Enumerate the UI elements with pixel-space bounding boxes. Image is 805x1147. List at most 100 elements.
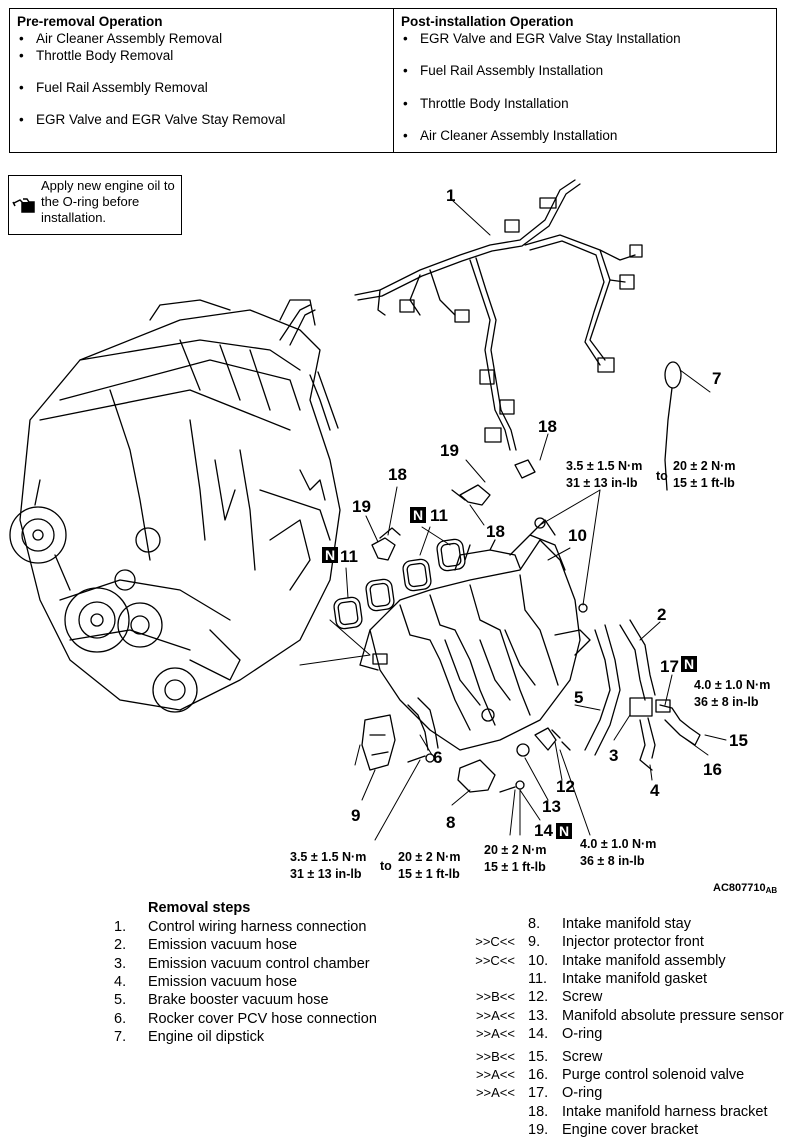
step-mark: >>B<< xyxy=(475,989,515,1004)
step-text: Rocker cover PCV hose connection xyxy=(148,1011,377,1027)
step-number: 18. xyxy=(528,1104,549,1120)
torque-spec: 31 ± 13 in-lb xyxy=(290,867,362,881)
pre-removal-column: Pre-removal Operation •Air Cleaner Assem… xyxy=(10,9,393,152)
torque-spec: 31 ± 13 in-lb xyxy=(566,476,638,490)
hoses-drawing xyxy=(407,619,701,771)
part-label: 11 xyxy=(430,506,448,525)
step-text: Intake manifold gasket xyxy=(562,971,708,987)
step-mark: >>A<< xyxy=(475,1067,515,1082)
engine-block-drawing xyxy=(9,299,341,713)
post-installation-item: •Air Cleaner Assembly Installation xyxy=(403,128,618,143)
pre-removal-item: •Throttle Body Removal xyxy=(19,48,174,63)
step-number: 1. xyxy=(114,919,127,935)
post-installation-title: Post-installation Operation xyxy=(401,14,574,29)
step-text: Intake manifold assembly xyxy=(562,953,726,969)
step-text: O-ring xyxy=(562,1026,603,1042)
step-number: 15. xyxy=(528,1049,549,1065)
torque-spec: 3.5 ± 1.5 N·m xyxy=(290,850,366,864)
part-label: 13 xyxy=(542,797,561,816)
oil-note-box: Apply new engine oil to the O-ring befor… xyxy=(8,175,182,235)
new-part-mark: N xyxy=(325,547,335,563)
step-number: 13. xyxy=(528,1008,549,1024)
part-label: 6 xyxy=(433,748,442,767)
part-label: 11 xyxy=(340,547,358,566)
part-label: 18 xyxy=(388,465,407,484)
step-text: Screw xyxy=(562,1049,603,1065)
step-mark: >>B<< xyxy=(475,1049,515,1064)
post-installation-item: •Fuel Rail Assembly Installation xyxy=(403,63,604,78)
brackets-drawing xyxy=(371,459,536,561)
pre-removal-item: •Air Cleaner Assembly Removal xyxy=(19,31,223,46)
part-label: 4 xyxy=(650,781,660,800)
exploded-view-diagram: 1 7 18 19 18 11 19 18 11 10 2 17 5 3 15 … xyxy=(9,179,777,895)
step-number: 9. xyxy=(528,934,541,950)
torque-spec: 15 ± 1 ft-lb xyxy=(484,860,546,874)
step-number: 16. xyxy=(528,1067,549,1083)
step-text: Manifold absolute pressure sensor xyxy=(562,1008,784,1024)
torque-spec: 20 ± 2 N·m xyxy=(673,459,735,473)
step-mark: >>C<< xyxy=(475,953,515,968)
step-number: 10. xyxy=(528,953,549,969)
step-text: O-ring xyxy=(562,1085,603,1101)
post-installation-column: Post-installation Operation •EGR Valve a… xyxy=(393,9,776,152)
part-label: 1 xyxy=(446,186,455,205)
step-text: Intake manifold stay xyxy=(562,916,691,932)
step-text: Intake manifold harness bracket xyxy=(562,1104,768,1120)
new-part-marks: N N N N xyxy=(322,507,697,839)
step-text: Purge control solenoid valve xyxy=(562,1067,745,1083)
pre-removal-item: •Fuel Rail Assembly Removal xyxy=(19,80,208,95)
step-number: 8. xyxy=(528,916,541,932)
step-number: 19. xyxy=(528,1122,549,1138)
step-number: 12. xyxy=(528,989,549,1005)
part-label: 18 xyxy=(486,522,505,541)
part-label: 12 xyxy=(556,777,575,796)
torque-spec: 4.0 ± 1.0 N·m xyxy=(580,837,656,851)
torque-to: to xyxy=(380,859,392,873)
part-label: 5 xyxy=(574,688,583,707)
step-number: 17. xyxy=(528,1085,549,1101)
step-number: 11. xyxy=(528,971,548,987)
step-text: Emission vacuum hose xyxy=(148,937,298,953)
step-text: Injector protector front xyxy=(562,934,704,950)
part-label: 18 xyxy=(538,417,557,436)
part-label: 15 xyxy=(729,731,748,750)
step-number: 6. xyxy=(114,1011,127,1027)
dipstick-drawing xyxy=(664,361,682,491)
removal-steps-heading: Removal steps xyxy=(148,900,251,916)
part-label: 9 xyxy=(351,806,360,825)
torque-spec: 4.0 ± 1.0 N·m xyxy=(694,678,770,692)
step-text: Engine oil dipstick xyxy=(148,1029,265,1045)
step-mark: >>A<< xyxy=(475,1026,515,1041)
torque-spec: 3.5 ± 1.5 N·m xyxy=(566,459,642,473)
step-number: 3. xyxy=(114,956,127,972)
part-label: 10 xyxy=(568,526,587,545)
torque-spec: 36 ± 8 in-lb xyxy=(580,854,645,868)
part-label: 14 xyxy=(534,821,553,840)
step-text: Emission vacuum hose xyxy=(148,974,298,990)
part-label: 19 xyxy=(440,441,459,460)
step-mark: >>A<< xyxy=(475,1085,515,1100)
stays-drawing xyxy=(361,517,588,793)
wiring-harness-drawing xyxy=(354,179,643,451)
post-installation-item: •EGR Valve and EGR Valve Stay Installati… xyxy=(403,31,681,46)
post-installation-item: •Throttle Body Installation xyxy=(403,96,569,111)
torque-to: to xyxy=(656,469,668,483)
step-number: 7. xyxy=(114,1029,127,1045)
step-mark: >>C<< xyxy=(475,934,515,949)
torque-spec: 36 ± 8 in-lb xyxy=(694,695,759,709)
part-label: 3 xyxy=(609,746,618,765)
intake-manifold-drawing xyxy=(359,519,591,751)
oil-can-icon xyxy=(12,198,35,213)
step-text: Emission vacuum control chamber xyxy=(148,956,370,972)
torque-spec: 20 ± 2 N·m xyxy=(484,843,546,857)
step-number: 4. xyxy=(114,974,127,990)
pre-removal-item: •EGR Valve and EGR Valve Stay Removal xyxy=(19,112,286,127)
part-label: 2 xyxy=(657,605,666,624)
step-text: Engine cover bracket xyxy=(562,1122,699,1138)
operations-table: Pre-removal Operation •Air Cleaner Assem… xyxy=(9,8,777,153)
step-number: 5. xyxy=(114,992,127,1008)
part-label: 19 xyxy=(352,497,371,516)
step-number: 14. xyxy=(528,1026,549,1042)
part-label: 17 xyxy=(660,657,679,676)
torque-spec: 20 ± 2 N·m xyxy=(398,850,460,864)
